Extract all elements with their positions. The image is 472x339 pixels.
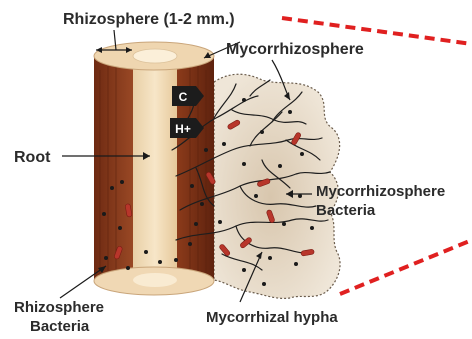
mycorrhizosphere-label: Mycorrhizosphere xyxy=(226,41,364,58)
root-bottom-core xyxy=(133,273,177,287)
mycorrhizosphere-bacteria-label-line1: Mycorrhizosphere xyxy=(316,183,445,200)
mycorrhizosphere-bacteria-label-line2: Bacteria xyxy=(316,202,376,219)
dashed-guide-bottom xyxy=(340,240,472,294)
root-core xyxy=(133,58,177,279)
root-label: Root xyxy=(14,149,51,166)
proton-badge-label: H+ xyxy=(175,122,191,136)
rhizosphere-bacteria-label-line2: Bacteria xyxy=(30,318,90,335)
rhizosphere-label: Rhizosphere (1-2 mm.) xyxy=(63,11,235,28)
carbon-badge-label: C xyxy=(179,90,188,104)
rhizosphere-bacteria-label-line1: Rhizosphere xyxy=(14,299,104,316)
mycorrhizal-hypha-label: Mycorrhizal hypha xyxy=(206,309,338,326)
root-top-core xyxy=(133,49,177,63)
